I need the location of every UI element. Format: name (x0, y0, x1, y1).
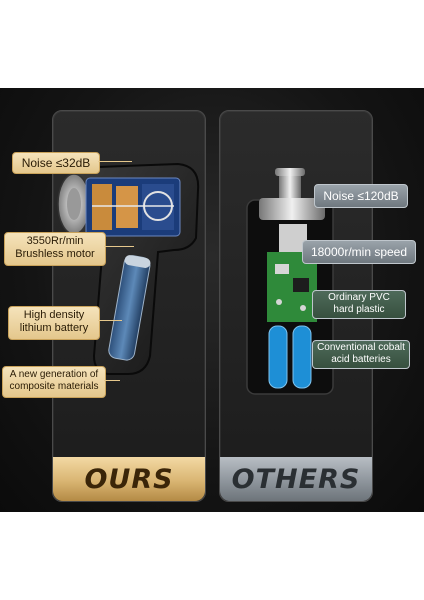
ours-battery-leader (98, 320, 122, 321)
others-noise-callout: Noise ≤120dB (314, 184, 408, 208)
ours-motor-leader (104, 246, 134, 247)
others-plastic-line2: hard plastic (333, 303, 385, 315)
ours-motor-callout: 3550Rr/min Brushless motor (4, 232, 106, 266)
others-speed-callout: 18000r/min speed (302, 240, 416, 264)
ours-motor-line1: 3550Rr/min (26, 235, 84, 247)
comparison-banner: OURS OTHERS (0, 88, 424, 512)
ours-noise-text: Noise ≤32dB (21, 156, 91, 170)
ours-material-line1: A new generation of (9, 369, 99, 380)
ours-battery-callout: High density lithium battery (8, 306, 100, 340)
others-battery-callout: Conventional cobalt acid batteries (312, 340, 410, 369)
others-label: OTHERS (220, 457, 372, 501)
others-plastic-callout: Ordinary PVC hard plastic (312, 290, 406, 319)
others-noise-text: Noise ≤120dB (323, 189, 399, 203)
ours-label: OURS (53, 457, 205, 501)
ours-material-callout: A new generation of composite materials (2, 366, 106, 398)
ours-noise-callout: Noise ≤32dB (12, 152, 100, 174)
ours-noise-leader (98, 161, 132, 162)
ours-battery-line1: High density (23, 309, 85, 321)
others-battery-line2: acid batteries (331, 353, 391, 365)
ours-material-leader (104, 380, 120, 381)
ours-material-line2: composite materials (9, 380, 99, 392)
others-plastic-line1: Ordinary PVC (328, 292, 390, 303)
ours-battery-line2: lithium battery (19, 321, 89, 334)
others-speed-text: 18000r/min speed (310, 245, 408, 259)
ours-product-image (57, 162, 200, 375)
ours-motor-line2: Brushless motor (15, 247, 95, 260)
others-battery-line1: Conventional cobalt (317, 342, 405, 353)
